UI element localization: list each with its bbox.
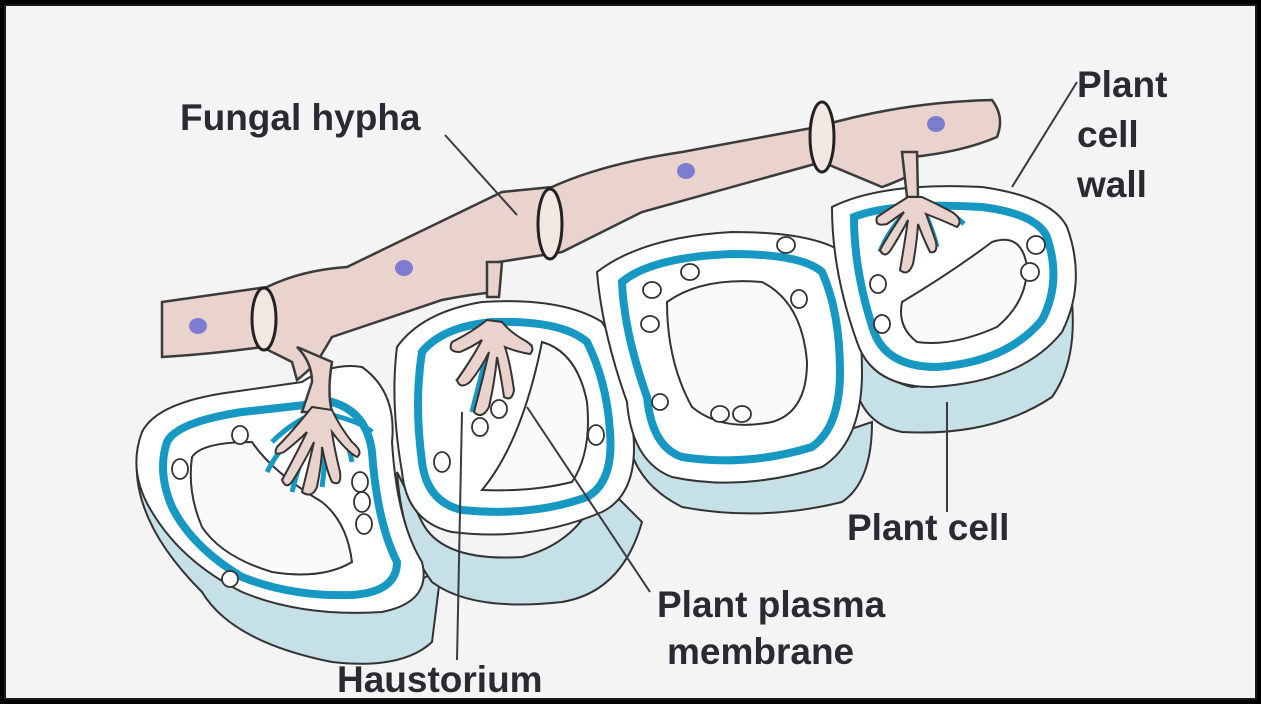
leader-plant-cell-wall bbox=[1012, 82, 1077, 187]
nucleus bbox=[189, 318, 207, 334]
vesicle bbox=[588, 425, 604, 445]
septum-3 bbox=[810, 102, 834, 172]
vesicle bbox=[354, 492, 370, 512]
vesicle bbox=[681, 264, 699, 280]
vesicle bbox=[356, 514, 372, 534]
vesicle bbox=[791, 290, 807, 308]
label-fungal-hypha: Fungal hypha bbox=[180, 97, 421, 138]
label-plant-cell: Plant cell bbox=[847, 507, 1009, 548]
fungal-haustorium-diagram: Fungal hypha Plant cell wall Plant cell … bbox=[6, 6, 1255, 698]
label-plant-plasma-membrane-line1: Plant plasma bbox=[657, 584, 886, 625]
nucleus bbox=[927, 116, 945, 132]
vesicle bbox=[232, 426, 248, 444]
septum-2 bbox=[538, 189, 562, 259]
label-haustorium: Haustorium bbox=[337, 659, 543, 698]
vesicle bbox=[733, 406, 751, 422]
vesicle bbox=[641, 316, 659, 332]
stalk-2 bbox=[487, 262, 502, 297]
nucleus bbox=[395, 260, 413, 276]
vesicle bbox=[777, 237, 795, 253]
vesicle bbox=[874, 315, 890, 333]
diagram-frame: Fungal hypha Plant cell wall Plant cell … bbox=[4, 4, 1257, 700]
septum-1 bbox=[252, 288, 276, 350]
vesicle bbox=[222, 571, 238, 587]
vesicle bbox=[434, 452, 450, 472]
label-plant-cell-wall-line1: Plant bbox=[1077, 64, 1167, 105]
vesicle bbox=[1021, 263, 1039, 281]
vesicle bbox=[1027, 236, 1045, 254]
vesicle bbox=[472, 418, 488, 436]
vesicle bbox=[491, 400, 507, 418]
label-plant-cell-wall-line3: wall bbox=[1076, 164, 1147, 205]
vesicle bbox=[652, 394, 668, 410]
label-plant-plasma-membrane-line2: membrane bbox=[667, 631, 854, 672]
label-plant-cell-wall-line2: cell bbox=[1077, 114, 1139, 155]
vesicle bbox=[711, 406, 729, 422]
vesicle bbox=[172, 459, 188, 479]
vesicle bbox=[643, 282, 661, 298]
vesicle bbox=[352, 472, 368, 492]
vesicle bbox=[870, 275, 886, 293]
nucleus bbox=[677, 163, 695, 179]
